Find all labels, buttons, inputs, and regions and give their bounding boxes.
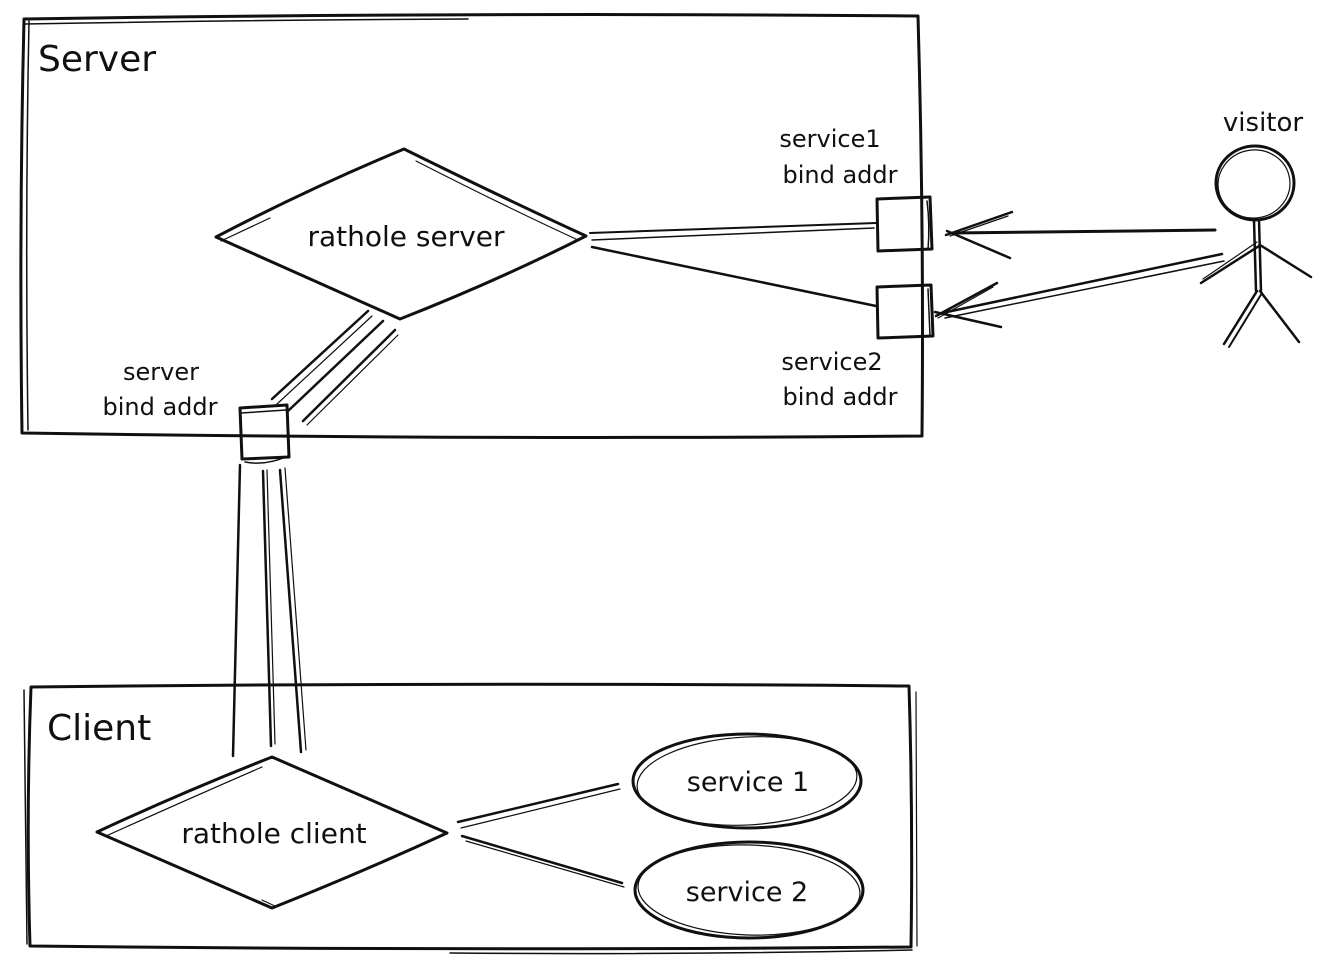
tunnel-line [278,468,303,754]
visitor-head-echo [1217,149,1291,219]
link-line [590,245,878,308]
client-box-right-echo [915,691,918,947]
arrow-barb-bottom [945,229,1012,260]
rathole-server-diamond-echo [415,160,579,241]
service1-bind-node: service1 bind addr [779,125,934,253]
service1-bind-label-line1: service1 [779,125,880,153]
visitor-figure: visitor [1199,108,1313,348]
tunnel-bind-to-client [231,463,307,758]
service2-bind-label-line2: bind addr [782,383,897,411]
arrow-barb-echo [937,286,994,319]
arrow-barb-top [944,210,1014,237]
link-line-echo [591,227,875,241]
server-box: Server [19,13,924,439]
server-box-left-echo [25,20,30,431]
visitor-left-leg-echo [1228,292,1263,348]
service1-ellipse [631,732,863,830]
rathole-client-node: rathole client [95,755,449,910]
rathole-client-diamond-echo [105,766,263,837]
tunnel-line [231,463,242,758]
link-server-to-service2-bind [590,245,878,308]
service2-bind-square [875,283,935,340]
tunnel-line [286,319,385,413]
tunnel-line [270,309,370,401]
tunnel-line [261,469,273,748]
tunnel-line-echo [284,467,307,751]
arrow-shaft [951,228,1217,235]
service1-bind-square-echo [926,200,930,251]
server-bind-square [238,403,291,461]
arrow-visitor-to-service1 [944,210,1217,260]
rathole-server-label: rathole server [307,220,505,253]
arrow-barb-echo [949,215,1009,237]
link-line [589,222,877,234]
visitor-left-arm-echo [1202,241,1258,280]
link-line [456,782,620,824]
visitor-head [1214,144,1296,222]
link-server-to-service1-bind [589,222,877,241]
rathole-server-diamond [214,147,588,321]
server-bind-square-echo-bottom [244,455,289,464]
visitor-right-leg [1258,289,1301,344]
tunnel-line-echo [276,315,373,405]
service2-ellipse-echo [637,844,861,936]
client-box-outline [26,682,914,951]
link-client-to-service2 [460,834,625,888]
client-box-left-echo [23,689,28,945]
visitor-label: visitor [1223,108,1303,138]
server-box-title: Server [38,39,156,80]
link-line [460,834,624,885]
service2-label: service 2 [686,877,808,908]
server-bind-node: server bind addr [102,358,291,464]
service1-bind-square [875,195,934,253]
service2-ellipse [633,840,865,940]
visitor-body-echo [1257,218,1263,293]
visitor-body [1252,218,1258,293]
server-box-outline [19,13,924,439]
service2-bind-label-line1: service2 [781,348,882,376]
rathole-client-diamond-echo2 [261,899,278,908]
rathole-server-diamond-echo2 [220,217,271,242]
visitor-left-leg [1222,289,1259,346]
server-bind-square-echo-top [240,409,287,414]
service2-node: service 2 [633,840,865,940]
client-box-bottom-echo [449,949,913,955]
tunnel-line [301,328,397,423]
server-bind-label-line2: bind addr [102,393,217,421]
service1-ellipse-echo [636,736,858,826]
rathole-client-diamond [95,755,449,910]
service1-bind-label-line2: bind addr [782,161,897,189]
service1-label: service 1 [687,767,809,798]
link-line-echo [465,840,625,888]
service1-node: service 1 [631,732,863,830]
rathole-client-label: rathole client [181,817,366,850]
server-box-top-echo [24,18,469,25]
tunnel-server-to-bind [270,309,399,426]
service2-bind-square-echo [927,288,931,337]
arrow-barb-top [934,281,999,318]
service2-bind-node: service2 bind addr [781,283,935,411]
arrow-barb-bottom [933,310,1003,329]
visitor-left-arm [1199,244,1261,285]
server-bind-label-line1: server [123,358,199,386]
client-box: Client [23,682,918,955]
rathole-server-node: rathole server [214,147,588,321]
arrow-visitor-to-service2 [933,252,1225,329]
link-client-to-service1 [456,782,621,829]
arrow-shaft-echo [944,260,1225,319]
visitor-right-arm [1258,243,1313,279]
link-line-echo [460,788,621,829]
arrow-shaft [940,252,1224,315]
client-box-title: Client [47,708,151,749]
tunnel-line-echo [266,469,276,745]
tunnel-line-echo [306,334,399,426]
